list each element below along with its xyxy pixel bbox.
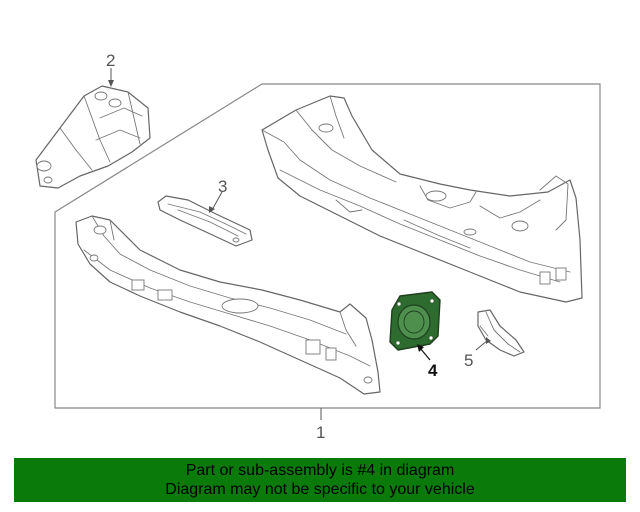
callout-2: 2 xyxy=(106,51,115,70)
banner-line-2: Diagram may not be specific to your vehi… xyxy=(165,481,475,498)
banner-line-1: Part or sub-assembly is #4 in diagram xyxy=(185,462,455,479)
part-4-plate[interactable] xyxy=(389,291,441,351)
part-2-bracket[interactable] xyxy=(35,85,151,189)
callout-1: 1 xyxy=(316,423,325,442)
part-3-reinforcement[interactable] xyxy=(157,195,253,247)
assembly-outline xyxy=(54,83,601,409)
parts-diagram: 2 3 4 5 1 xyxy=(35,51,601,442)
callout-5: 5 xyxy=(464,351,473,370)
info-banner: Part or sub-assembly is #4 in diagram Di… xyxy=(14,458,626,502)
callout-3: 3 xyxy=(218,177,227,196)
part-5-bracket[interactable] xyxy=(477,309,525,357)
callout-4: 4 xyxy=(428,361,438,380)
part-1-rear-panel[interactable] xyxy=(261,95,583,303)
part-1-lower-member[interactable] xyxy=(75,215,381,395)
